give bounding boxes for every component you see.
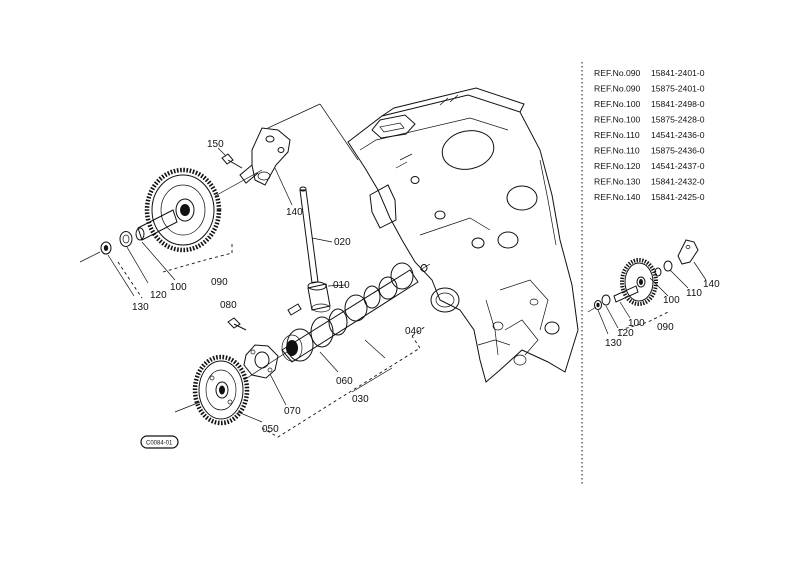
inset-label-100-b: 100 (628, 318, 645, 329)
group-bracket-040 (411, 325, 427, 337)
label-040: 040 (405, 326, 422, 337)
idle-gear-assembly (79, 167, 263, 299)
inset-gear-assembly (587, 239, 707, 335)
ref-number: REF.No.090 (594, 84, 641, 94)
ref-number: REF.No.140 (594, 192, 641, 202)
inset-label-130: 130 (605, 338, 622, 349)
label-020: 020 (334, 237, 351, 248)
label-010: 010 (333, 280, 350, 291)
ref-part-number: 15841-2498-0 (651, 99, 705, 109)
ref-number: REF.No.100 (594, 99, 641, 109)
idle-gear-bracket (217, 103, 359, 206)
group-bracket-030 (261, 335, 421, 438)
inset-label-100-a: 100 (663, 295, 680, 306)
ref-part-number: 15875-2401-0 (651, 84, 705, 94)
ref-number: REF.No.110 (594, 146, 640, 156)
cam-gear (174, 349, 291, 426)
inset-label-140: 140 (703, 279, 720, 290)
engine-block (347, 87, 579, 383)
ref-number: REF.No.090 (594, 68, 641, 78)
label-090: 090 (211, 277, 228, 288)
inset-label-120: 120 (617, 328, 634, 339)
ref-part-number: 15841-2401-0 (651, 68, 705, 78)
inset-label-090: 090 (657, 322, 674, 333)
ref-part-number: 15841-2432-0 (651, 177, 705, 187)
ref-part-number: 15841-2425-0 (651, 192, 705, 202)
label-150: 150 (207, 139, 224, 150)
thrust-plate (227, 317, 287, 406)
ref-part-number: 14541-2437-0 (651, 161, 705, 171)
label-100: 100 (170, 282, 187, 293)
ref-part-number: 15875-2428-0 (651, 115, 705, 125)
ref-number: REF.No.100 (594, 115, 641, 125)
label-120: 120 (150, 290, 167, 301)
stamp-text: C0084-01 (146, 441, 173, 447)
inset-labels: 140 110 100 100 120 130 090 (605, 279, 720, 349)
ref-number: REF.No.110 (594, 130, 640, 140)
ref-part-number: 14541-2436-0 (651, 130, 705, 140)
label-050: 050 (262, 424, 279, 435)
label-030: 030 (352, 394, 369, 405)
inset-label-110: 110 (686, 288, 702, 299)
drawing-stamp: C0084-01 (140, 435, 179, 449)
label-060: 060 (336, 376, 353, 387)
ref-number: REF.No.130 (594, 177, 641, 187)
camshaft (281, 262, 431, 363)
label-140: 140 (286, 207, 303, 218)
ref-number: REF.No.120 (594, 161, 641, 171)
ref-part-number: 15875-2436-0 (651, 146, 705, 156)
part-number-labels: 150 140 020 010 080 130 120 100 090 040 … (132, 139, 422, 435)
label-070: 070 (284, 406, 301, 417)
label-130: 130 (132, 302, 149, 313)
label-080: 080 (220, 300, 237, 311)
push-rod (299, 186, 333, 284)
idle-gear (144, 167, 222, 253)
tappet (307, 281, 347, 313)
